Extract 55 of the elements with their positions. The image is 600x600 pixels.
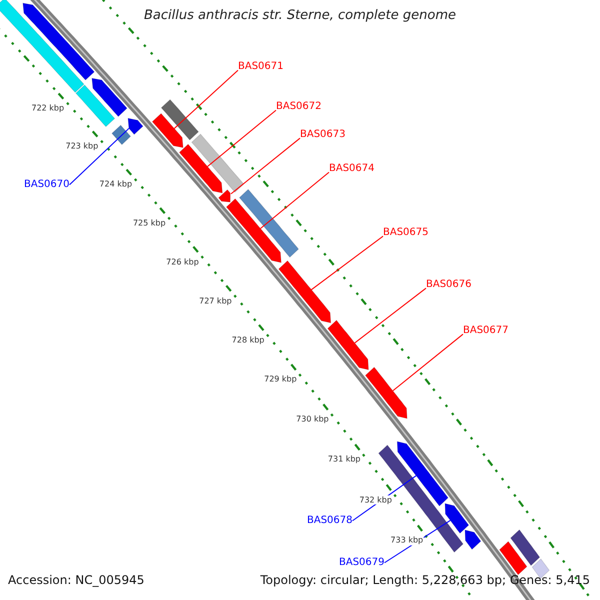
gene-feature [111, 124, 132, 146]
leader-line [354, 288, 426, 344]
title: Bacillus anthracis str. Sterne, complete genome [143, 9, 457, 24]
gene-feature [160, 99, 199, 140]
scale-label: 730 kbp [295, 414, 330, 424]
gene-label: BAS0675 [383, 227, 428, 238]
gene-label: BAS0670 [24, 179, 70, 190]
leader-line [207, 110, 276, 168]
gene-feature [75, 84, 116, 128]
leader-line [310, 236, 384, 290]
gene-label: BAS0677 [463, 325, 508, 336]
scale-label: 731 kbp [326, 454, 362, 464]
gene-feature [464, 530, 482, 550]
gene-feature [238, 188, 299, 258]
gene-feature [128, 118, 144, 135]
topology-text: Topology: circular; Length: 5,228,663 bp; Genes: 5,415 [260, 574, 590, 588]
gene-label: BAS0673 [300, 129, 346, 140]
leader-line [230, 138, 300, 194]
gene-feature [152, 113, 184, 148]
gene-feature [191, 134, 244, 193]
gene-label: BAS0671 [238, 61, 284, 72]
gene-feature [378, 444, 464, 553]
gene-feature [499, 541, 528, 576]
gene-feature [22, 2, 95, 80]
leader-line [392, 334, 464, 392]
leader-line [174, 70, 238, 129]
gene-label: BAS0672 [276, 101, 322, 112]
gene-feature [92, 78, 128, 117]
gene-label: BAS0674 [329, 163, 374, 174]
accession-text: Accession: NC_005945 [8, 574, 144, 588]
scale-label: 723 kbp [64, 142, 100, 151]
scale-label: 724 kbp [98, 180, 134, 190]
leader-line [260, 172, 330, 230]
scale-label: 729 kbp [263, 374, 298, 384]
gene-feature [278, 260, 332, 324]
gene-feature [510, 529, 540, 566]
gene-feature [178, 144, 223, 194]
gene-feature [444, 503, 470, 534]
gene-feature [327, 320, 369, 370]
scale-label: 727 kbp [198, 296, 233, 306]
gene-feature [226, 198, 282, 263]
scale-label: 733 kbp [390, 536, 424, 546]
gene-label: BAS0678 [307, 515, 352, 526]
scale-label: 728 kbp [230, 335, 266, 344]
gene-feature [218, 189, 231, 202]
scale-label: 722 kbp [30, 104, 66, 113]
scale-label: 732 kbp [358, 495, 393, 504]
gene-feature [365, 366, 408, 419]
gene-feature [0, 0, 84, 93]
scale-label: 725 kbp [132, 218, 167, 228]
leader-line [69, 128, 130, 186]
gene-feature [396, 441, 448, 506]
gene-label: BAS0676 [426, 279, 472, 290]
gene-label: BAS0679 [339, 557, 384, 568]
scale-label: 726 kbp [165, 257, 200, 266]
